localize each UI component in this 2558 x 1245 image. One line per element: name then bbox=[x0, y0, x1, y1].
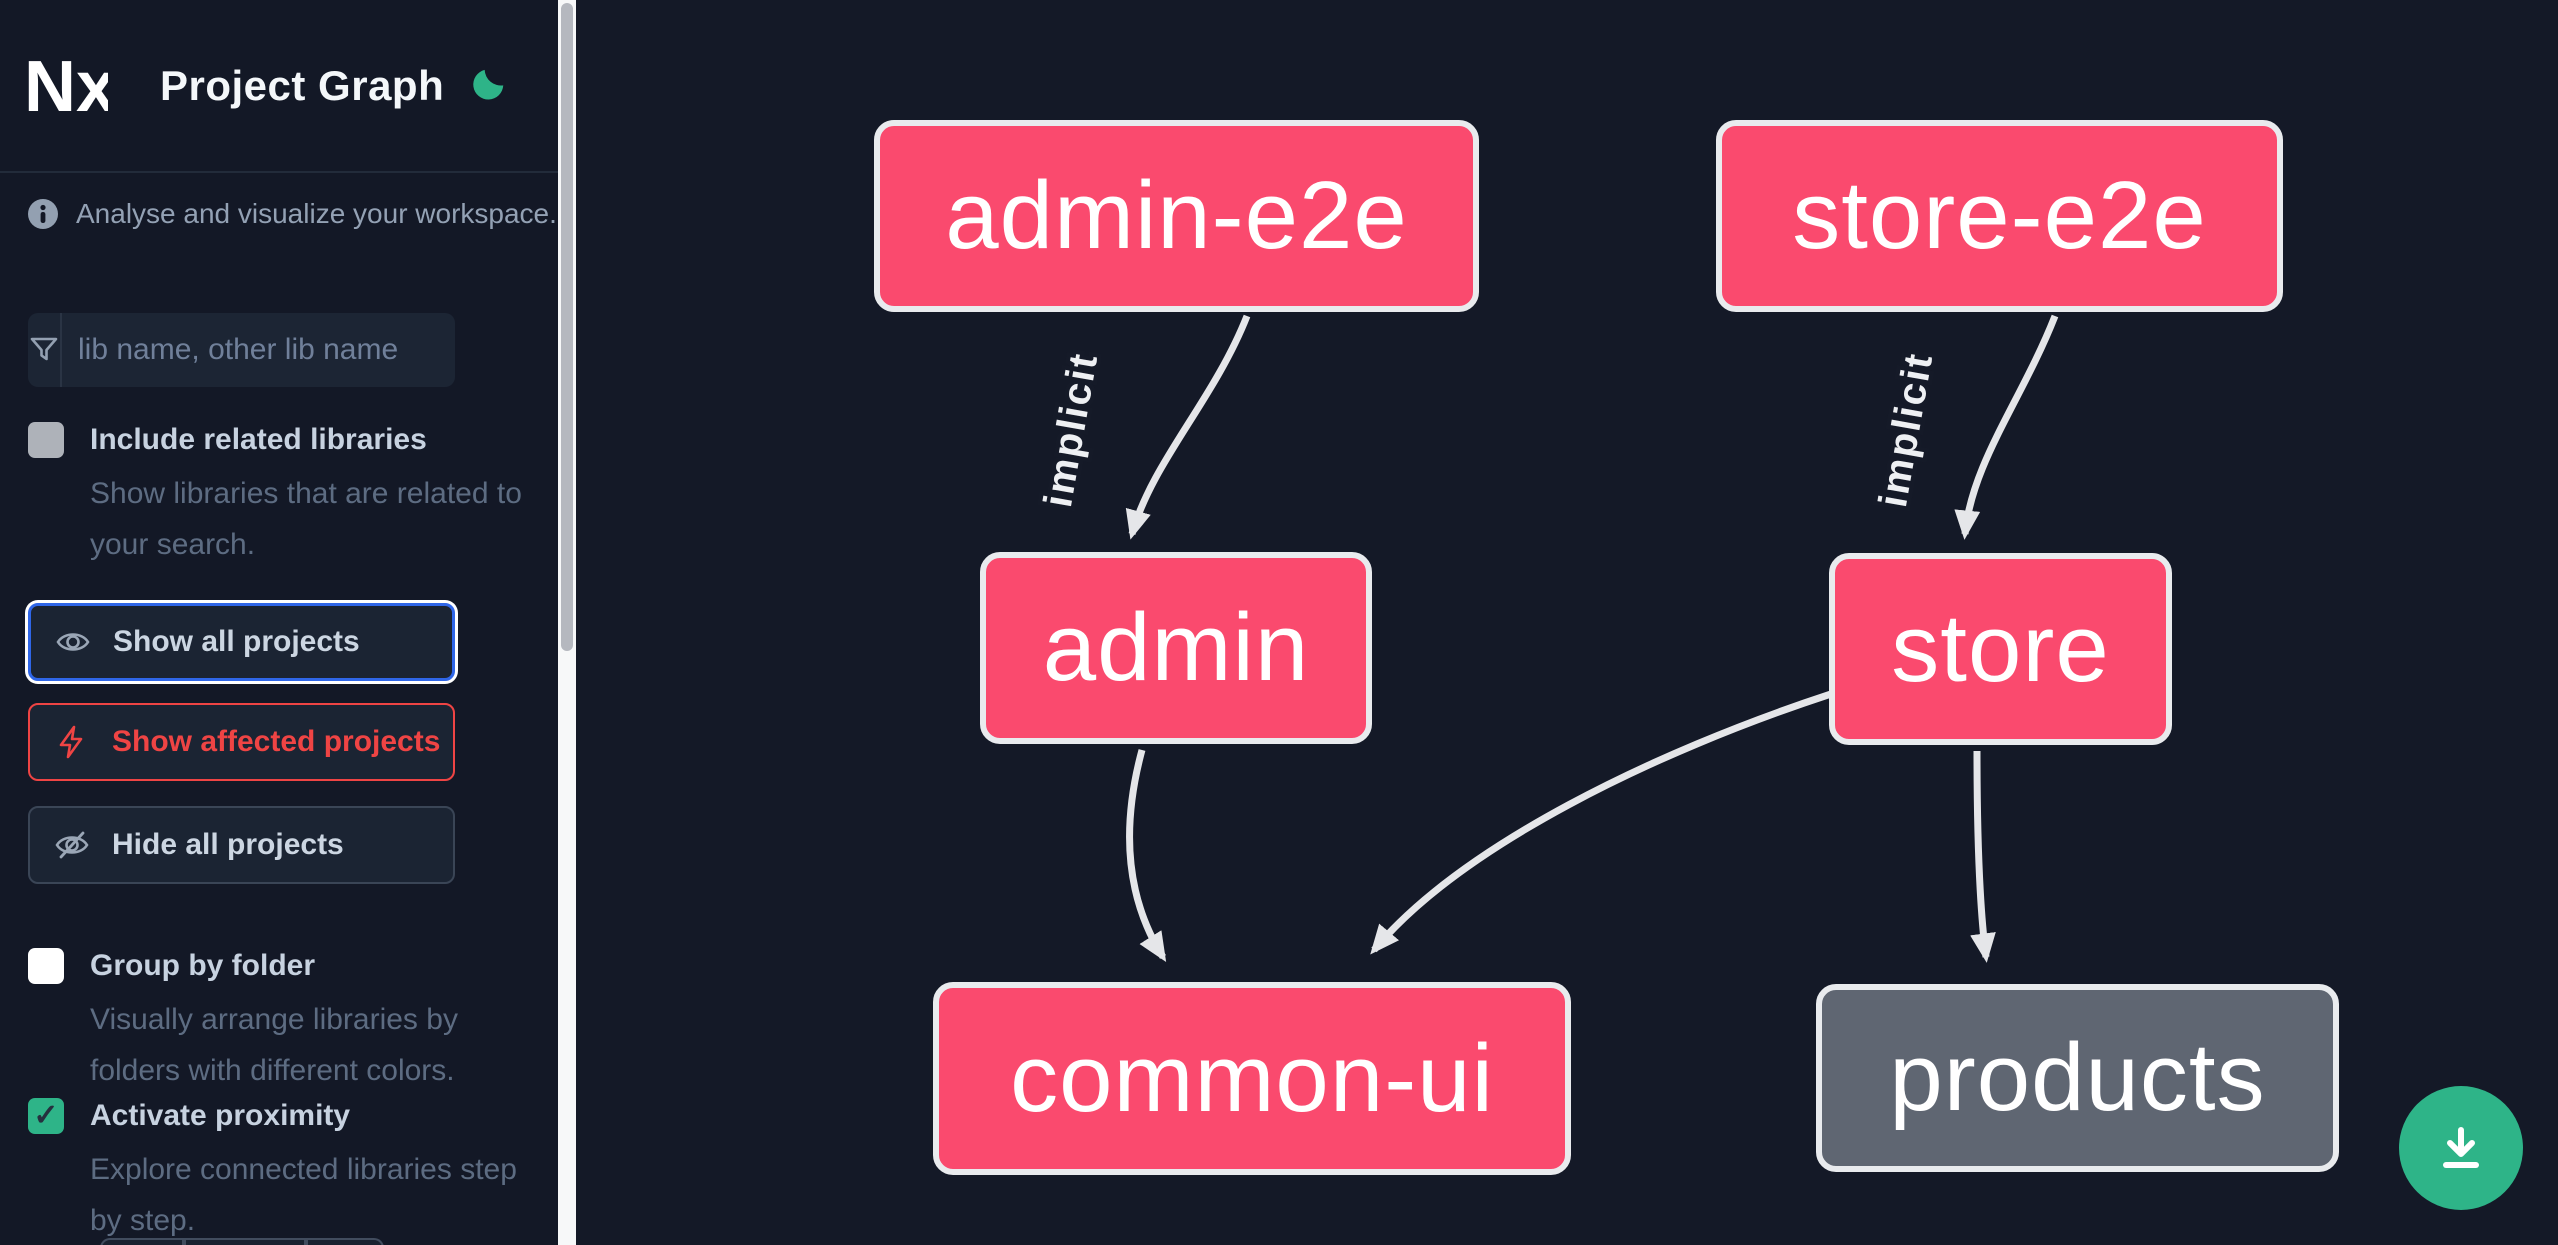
info-icon bbox=[28, 199, 58, 229]
node-admin-e2e[interactable]: admin-e2e bbox=[874, 120, 1479, 312]
node-common-ui[interactable]: common-ui bbox=[933, 982, 1571, 1175]
option-description: Visually arrange libraries by folders wi… bbox=[90, 1003, 458, 1087]
node-store[interactable]: store bbox=[1829, 553, 2172, 745]
node-store-e2e[interactable]: store-e2e bbox=[1716, 120, 2283, 312]
nx-logo-icon: Nx bbox=[28, 49, 108, 123]
activate-proximity-checkbox[interactable] bbox=[28, 1098, 64, 1134]
stepper-increment[interactable] bbox=[306, 1238, 384, 1245]
show-affected-projects-button[interactable]: Show affected projects bbox=[28, 703, 455, 781]
edge-store-common-ui[interactable] bbox=[1370, 690, 1833, 955]
tagline-text: Analyse and visualize your workspace. bbox=[76, 198, 557, 229]
option-label: Activate proximity bbox=[90, 1099, 351, 1132]
option-label: Include related libraries bbox=[90, 423, 427, 456]
hide-all-projects-button[interactable]: Hide all projects bbox=[28, 806, 455, 884]
proximity-stepper[interactable] bbox=[100, 1238, 384, 1245]
graph-canvas[interactable]: implicit implicit admin-e2e store-e2e ad… bbox=[576, 0, 2558, 1245]
node-admin[interactable]: admin bbox=[980, 552, 1372, 744]
edge-label-implicit: implicit bbox=[1036, 349, 1106, 510]
option-group-by-folder: Group by folder Visually arrange librari… bbox=[28, 946, 498, 1096]
workspace-tagline: Analyse and visualize your workspace. bbox=[28, 198, 557, 230]
sidebar-header: Nx Project Graph bbox=[0, 0, 558, 173]
edge-admin-common-ui[interactable] bbox=[1126, 749, 1167, 962]
eye-icon bbox=[56, 633, 90, 651]
group-by-folder-checkbox[interactable] bbox=[28, 948, 64, 984]
button-label: Hide all projects bbox=[112, 828, 344, 861]
button-label: Show affected projects bbox=[112, 725, 441, 758]
option-activate-proximity: Activate proximity Explore connected lib… bbox=[28, 1096, 517, 1245]
page-title: Project Graph bbox=[160, 61, 445, 109]
edge-store-products[interactable] bbox=[1970, 750, 1996, 963]
graph-edges: implicit implicit bbox=[1031, 314, 2059, 963]
search-box bbox=[28, 313, 455, 387]
show-all-projects-button[interactable]: Show all projects bbox=[28, 603, 455, 681]
search-input[interactable] bbox=[62, 313, 455, 387]
option-include-related: Include related libraries Show libraries… bbox=[28, 420, 522, 570]
button-label: Show all projects bbox=[113, 625, 360, 658]
sidebar: Nx Project Graph Analyse and visualize y… bbox=[0, 0, 558, 1245]
stepper-value bbox=[184, 1238, 306, 1245]
edge-store-e2e-store[interactable] bbox=[1954, 314, 2059, 540]
option-description: Explore connected libraries step by step… bbox=[90, 1153, 517, 1237]
node-products[interactable]: products bbox=[1816, 984, 2339, 1172]
sidebar-scrollbar-thumb[interactable] bbox=[561, 3, 573, 651]
option-label: Group by folder bbox=[90, 949, 315, 982]
download-icon bbox=[2443, 1127, 2479, 1168]
download-graph-button[interactable] bbox=[2399, 1086, 2523, 1210]
filter-icon bbox=[28, 313, 62, 387]
moon-icon[interactable] bbox=[466, 66, 506, 106]
eye-off-icon bbox=[55, 831, 89, 859]
stepper-decrement[interactable] bbox=[100, 1238, 184, 1245]
edge-admin-e2e-admin[interactable] bbox=[1125, 314, 1251, 540]
include-related-checkbox[interactable] bbox=[28, 422, 64, 458]
bolt-icon bbox=[59, 725, 83, 759]
edge-label-implicit: implicit bbox=[1871, 349, 1941, 510]
option-description: Show libraries that are related to your … bbox=[90, 477, 522, 561]
sidebar-scrollbar-track[interactable] bbox=[558, 0, 576, 1245]
nx-logo-text: Nx bbox=[28, 49, 108, 123]
